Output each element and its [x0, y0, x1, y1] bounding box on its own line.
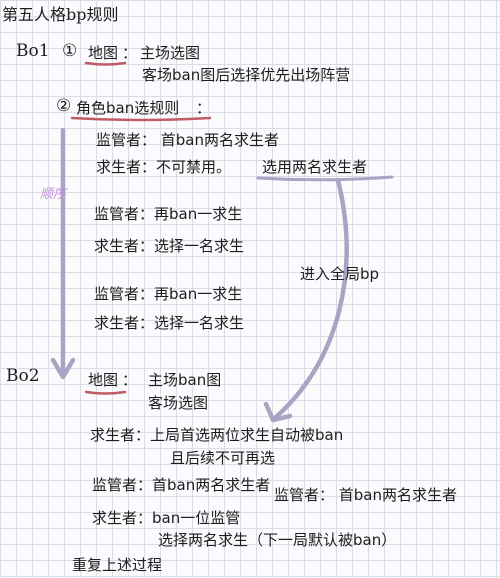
- round3-survivor: 求生者：选择一名求生: [94, 314, 245, 332]
- underline-bo2-map: [84, 390, 127, 395]
- bo1-map-line2: 客场ban图后选择优先出场阵营: [142, 66, 351, 84]
- repeat-note: 重复上述过程: [72, 556, 163, 574]
- bo2-map-colon: ：: [122, 371, 138, 389]
- bo2-map-label: 地图: [88, 371, 119, 389]
- bo2-hunter-overlap: 监管者： 首ban两名求生者: [274, 486, 457, 504]
- round2-hunter: 监管者：再ban一求生: [94, 205, 243, 223]
- bo2-map-line2: 客场选图: [148, 394, 209, 412]
- round1-survivor-b: 选用两名求生者: [262, 158, 368, 176]
- round1-survivor-a: 求生者：不可禁用。: [96, 158, 232, 176]
- bo1-map-colon: ：: [122, 44, 138, 62]
- bo2-label: Bo2: [6, 366, 40, 386]
- bo2-survivor-line1: 求生者：上局首选两位求生自动被ban: [90, 426, 344, 444]
- global-bp-arrow-line: [272, 177, 349, 421]
- bo2-survivor-line2: 且后续不可再选: [170, 449, 276, 467]
- role-rule-label: 角色ban选规则: [76, 99, 180, 117]
- page-title: 第五人格bp规则: [2, 5, 119, 24]
- bo2-survivor-ban-line2: 选择两名求生（下一局默认被ban）: [158, 531, 397, 549]
- bo2-map-line1: 主场ban图: [148, 371, 222, 389]
- order-label: 顺序: [40, 187, 67, 202]
- bo1-map-label: 地图: [88, 44, 119, 62]
- underline-select-survivors: [256, 175, 394, 182]
- bo2-survivor-ban-line1: 求生者：ban一位监管: [92, 509, 241, 527]
- global-bp-arrow-head: [263, 401, 293, 423]
- underline-role-rule: [70, 116, 212, 122]
- bo2-hunter-line: 监管者：首ban两名求生者: [92, 476, 271, 494]
- step2-marker: ②: [56, 96, 72, 116]
- round3-hunter: 监管者：再ban一求生: [94, 285, 243, 303]
- bo1-map-line1: 主场选图: [140, 44, 201, 62]
- step1-marker: ①: [62, 41, 78, 61]
- role-rule-colon: ：: [196, 99, 212, 117]
- round2-survivor: 求生者：选择一名求生: [94, 237, 245, 255]
- bo1-label: Bo1: [16, 41, 50, 61]
- round1-hunter: 监管者： 首ban两名求生者: [96, 131, 279, 149]
- order-arrow-head: [50, 357, 76, 380]
- enter-global-bp: 进入全局bp: [300, 265, 380, 283]
- underline-bo1-map: [84, 61, 127, 66]
